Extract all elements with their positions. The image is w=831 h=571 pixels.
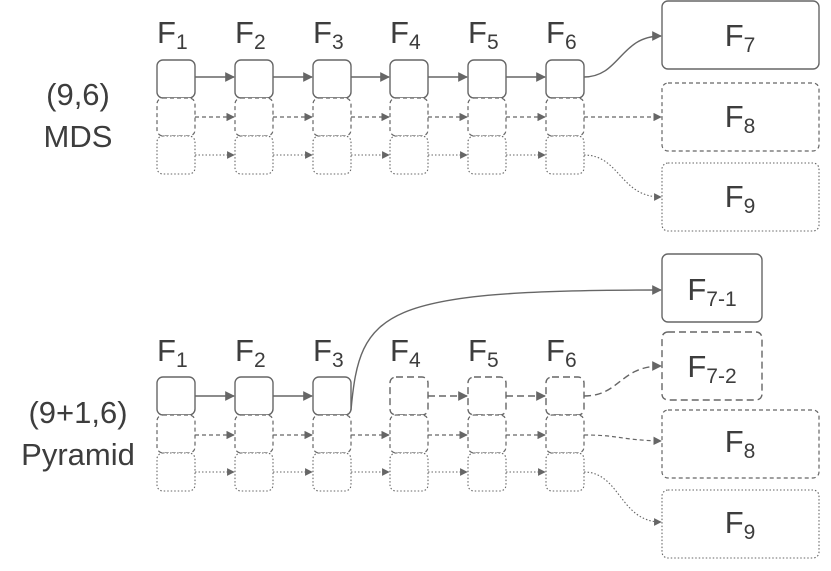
pyr-r3-block-3 — [312, 452, 352, 492]
mds-r2-block-1 — [156, 97, 196, 137]
mds-r3-block-5 — [467, 135, 507, 175]
pyramid-header-f5: F5 — [468, 333, 499, 372]
mds-r2-block-3 — [312, 97, 352, 137]
pyramid-section: (9+1,6) Pyramid F1 F2 F3 F4 F5 F6 — [21, 253, 820, 559]
pyr-parity-f7-2 — [661, 331, 763, 401]
mds-file-headers: F1 F2 F3 F4 F5 F6 — [157, 15, 577, 54]
mds-r3-block-1 — [156, 135, 196, 175]
mds-r3-block-4 — [389, 135, 429, 175]
pyr-r1-block-2 — [234, 376, 274, 416]
mds-r1-block-1 — [156, 59, 196, 99]
mds-section: (9,6) MDS F1 F2 F3 F4 F5 F6 — [44, 0, 820, 232]
pyr-r2-block-2 — [234, 414, 274, 454]
pyramid-header-f3: F3 — [313, 333, 344, 372]
pyr-r3-block-5 — [467, 452, 507, 492]
mds-r1-block-6 — [545, 59, 585, 99]
mds-row-3 — [156, 135, 662, 201]
mds-header-f2: F2 — [235, 15, 266, 54]
pyramid-row-1 — [156, 285, 662, 416]
mds-r1-arrow-to-parity — [583, 31, 662, 78]
mds-header-f4: F4 — [390, 15, 421, 54]
mds-r3-block-6 — [545, 135, 585, 175]
pyramid-header-f2: F2 — [235, 333, 266, 372]
mds-header-f3: F3 — [313, 15, 344, 54]
pyr-parity-f8 — [661, 409, 820, 479]
pyr-r1-block-1 — [156, 376, 196, 416]
pyr-parity-f7-1 — [661, 253, 763, 323]
pyr-r3-block-2 — [234, 452, 274, 492]
mds-r1-block-2 — [234, 59, 274, 99]
mds-r2-block-2 — [234, 97, 274, 137]
mds-r3-arrow-to-parity — [583, 154, 662, 201]
mds-header-f5: F5 — [468, 15, 499, 54]
mds-row-2 — [156, 97, 662, 137]
pyramid-label-name: Pyramid — [21, 437, 135, 472]
mds-r1-block-4 — [389, 59, 429, 99]
pyr-r3-arrow-to-parity — [583, 471, 662, 526]
mds-r3-block-3 — [312, 135, 352, 175]
pyr-r3-block-1 — [156, 452, 196, 492]
mds-label-code: (9,6) — [46, 77, 110, 112]
pyramid-file-headers: F1 F2 F3 F4 F5 F6 — [157, 333, 577, 372]
mds-header-f1: F1 — [157, 15, 188, 54]
pyr-r1-block-5 — [467, 376, 507, 416]
pyr-r2-arrow-to-parity — [583, 434, 662, 446]
pyr-r2-block-3 — [312, 414, 352, 454]
pyramid-header-f1: F1 — [157, 333, 188, 372]
mds-r2-block-5 — [467, 97, 507, 137]
mds-header-f6: F6 — [546, 15, 577, 54]
pyramid-header-f6: F6 — [546, 333, 577, 372]
pyr-r3-block-4 — [389, 452, 429, 492]
pyramid-header-f4: F4 — [390, 333, 421, 372]
mds-parity-f8 — [661, 82, 820, 152]
pyramid-row-2 — [156, 414, 662, 454]
pyr-r3-block-6 — [545, 452, 585, 492]
pyr-r1-block-6 — [545, 376, 585, 416]
mds-r3-block-2 — [234, 135, 274, 175]
mds-r1-block-3 — [312, 59, 352, 99]
pyramid-parity-boxes: F7-1 F7-2 F8 F9 — [661, 253, 820, 559]
pyramid-row-3 — [156, 452, 662, 526]
pyr-r2-block-5 — [467, 414, 507, 454]
mds-parity-boxes: F7 F8 F9 — [661, 0, 820, 232]
pyr-r2-block-1 — [156, 414, 196, 454]
pyr-r1-arrow-to-local-parity-2 — [583, 361, 662, 397]
mds-label-name: MDS — [44, 119, 113, 154]
pyr-r1-block-3 — [312, 376, 352, 416]
mds-r2-block-4 — [389, 97, 429, 137]
pyr-r2-block-6 — [545, 414, 585, 454]
mds-parity-f9 — [661, 162, 820, 232]
pyramid-label-code: (9+1,6) — [28, 395, 127, 430]
mds-row-1 — [156, 31, 662, 99]
mds-r2-block-6 — [545, 97, 585, 137]
pyr-parity-f9 — [661, 489, 820, 559]
pyr-r1-block-4 — [389, 376, 429, 416]
mds-r1-block-5 — [467, 59, 507, 99]
mds-parity-f7 — [661, 0, 820, 70]
pyr-r1-arrow-to-local-parity-1 — [350, 285, 662, 411]
pyr-r2-block-4 — [389, 414, 429, 454]
